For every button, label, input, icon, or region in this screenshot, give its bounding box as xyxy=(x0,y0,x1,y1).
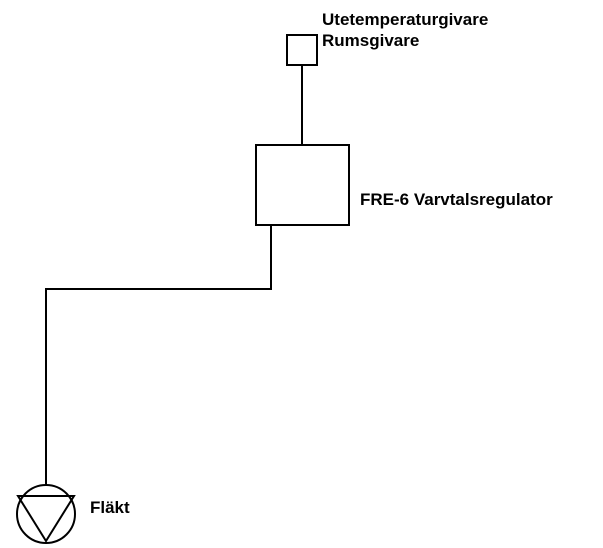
sensor-label-room: Rumsgivare xyxy=(322,31,420,50)
fan-connection-line xyxy=(45,225,272,485)
fan-triangle xyxy=(16,495,76,543)
regulator-box xyxy=(255,144,350,226)
sensor-label-outdoor: Utetemperaturgivare xyxy=(322,10,489,29)
fan-circle xyxy=(16,484,76,544)
fan-label: Fläkt xyxy=(90,498,130,517)
sensor-box xyxy=(286,34,318,66)
regulator-label: FRE-6 Varvtalsregulator xyxy=(360,190,553,209)
